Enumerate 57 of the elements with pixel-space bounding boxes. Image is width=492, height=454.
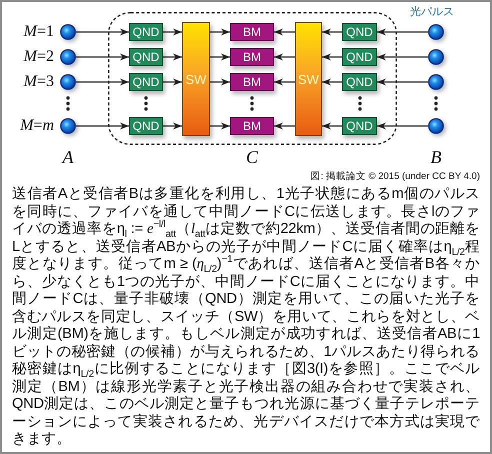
group-label: B <box>430 146 442 168</box>
pulse-dot <box>60 74 76 90</box>
pulse-dot <box>60 118 76 134</box>
measurement-box: QND <box>129 117 163 135</box>
arrow <box>163 54 182 60</box>
measurement-box: BM <box>230 23 274 41</box>
arrow <box>210 122 230 130</box>
pulse-dot <box>428 74 444 90</box>
switch-block: SW <box>295 22 322 136</box>
arrow <box>210 28 230 36</box>
group-label: A <box>60 146 74 168</box>
dashed-boundary <box>108 12 397 145</box>
arrow <box>322 28 342 36</box>
measurement-box: BM <box>230 48 274 66</box>
switch-block: SW <box>182 22 210 136</box>
arrow <box>163 78 182 86</box>
arrow <box>274 78 295 86</box>
arrow <box>76 28 129 36</box>
row-label: M=1 <box>22 22 54 42</box>
arrow <box>163 28 182 36</box>
group-label: C <box>244 146 260 168</box>
arrow <box>377 54 428 60</box>
measurement-box: QND <box>342 23 377 41</box>
measurement-box: BM <box>230 117 274 135</box>
arrow <box>274 54 295 60</box>
arrow <box>76 54 129 60</box>
measurement-box: QND <box>129 73 163 91</box>
credit-text: 図: 掲載論文 © 2015 (under CC BY 4.0) <box>310 170 480 183</box>
arrow <box>163 122 182 130</box>
pulse-dot <box>428 24 444 40</box>
arrow <box>322 54 342 60</box>
pulse-dot <box>428 49 444 65</box>
arrow <box>322 122 342 130</box>
measurement-box: QND <box>342 117 377 135</box>
annotation-text: 光パルス <box>410 5 454 20</box>
measurement-box: QND <box>129 48 163 66</box>
arrow <box>377 122 428 130</box>
pulse-dot <box>60 49 76 65</box>
arrow <box>210 54 230 60</box>
measurement-box: BM <box>230 73 274 91</box>
body-text: 送信者Aと受信者Bは多重化を利用し、1光子状態にあるm個のパルスを同時に、ファイバを通して中間ノードCに伝送します。長さlのファイバの透過率をη$_{l}$ := e$^{−l/l}$$_{att}$（l$_{att}$は定数で約22km）、送受信者間の距離をLとすると、送受信者ABからの光子が中間ノードCに届く確率はη$_{L/2}$程度となります。従ってm ≥ (η$_{L/2}$)$^{−1}$であれば、送信者Aと受信者B各々から、少なくとも1つの光子が、中間ノードCに届くことになります。中間ノードCは、量子非破壊（QND）測定を用いて、この届いた光子を含むパルスを同定し、スイッチ（SW）を用いて、これらを対とし、ベル測定(BM)を施します。もしベル測定が成功すれば、送受信者ABに1ビットの秘密鍵（の候補）が与えられるため、1パルスあたり得られる秘密鍵はη$_{L/2}$に比例することになります［図3(I)を参照］。ここでベル測定（BM）は線形光学素子と光子検出器の組み合わせで実装され、QND測定は、このベル測定と量子もつれ光源に基づく量子テレポーテーションによって実装されるため、光デバイスだけで本方式は実現できます。 <box>12 186 480 448</box>
row-label: M=m <box>19 116 54 136</box>
arrow <box>377 78 428 86</box>
row-label: M=2 <box>22 47 54 67</box>
measurement-box: QND <box>342 48 377 66</box>
arrow <box>274 28 295 36</box>
measurement-box: QND <box>129 23 163 41</box>
arrow <box>322 78 342 86</box>
pulse-dot <box>60 24 76 40</box>
arrow <box>76 78 129 86</box>
row-label: M=3 <box>22 72 54 92</box>
pulse-dot <box>428 118 444 134</box>
arrow <box>76 122 129 130</box>
arrow <box>274 122 295 130</box>
arrow <box>377 28 428 36</box>
measurement-box: QND <box>342 73 377 91</box>
arrow <box>210 78 230 86</box>
